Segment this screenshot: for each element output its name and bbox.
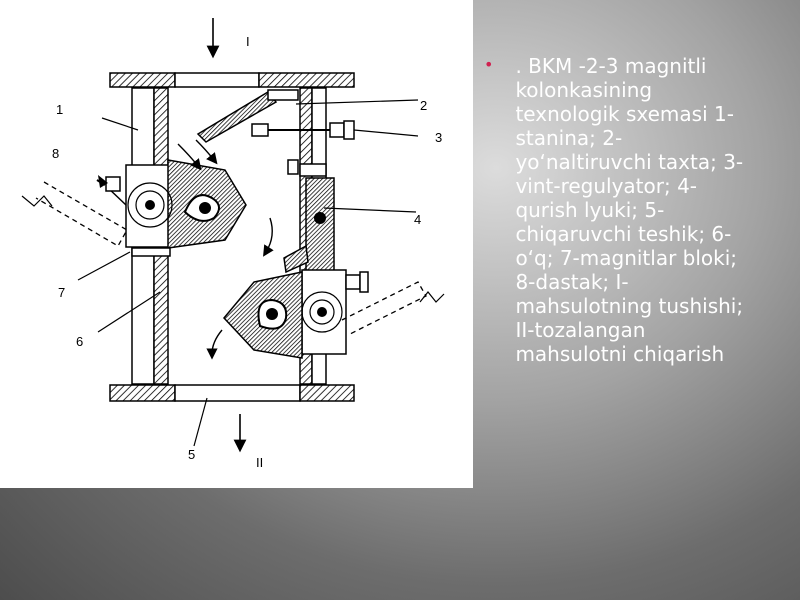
label-2: 2: [420, 98, 427, 113]
label-7: 7: [58, 285, 65, 300]
diagram-panel: 1 2 3 4 5 6 7 8 I II: [0, 0, 473, 488]
label-5: 5: [188, 447, 195, 462]
caption-block: • . BKM -2-3 magnitli kolonkasining texn…: [484, 54, 784, 366]
right-lever-dashed: [341, 281, 445, 335]
lever-dashed: [21, 175, 128, 247]
label-3: 3: [435, 130, 442, 145]
flow-arrows: [177, 18, 274, 453]
magnetic-column-diagram: 1 2 3 4 5 6 7 8 I II: [21, 18, 445, 470]
caption-text: . BKM -2-3 magnitli kolonkasining texnol…: [515, 54, 744, 366]
bottom-plate: [109, 384, 355, 402]
lower-magnet-block: [222, 269, 369, 359]
top-plate: [109, 72, 355, 88]
upper-magnet-block: [105, 159, 247, 249]
leader-lines: [77, 99, 419, 447]
label-1: 1: [56, 102, 63, 117]
bullet-icon: •: [484, 55, 494, 74]
drying-hatch: [283, 159, 335, 274]
guide-board: [196, 89, 299, 143]
label-4: 4: [414, 212, 421, 227]
label-flow-out: II: [256, 455, 263, 470]
label-8: 8: [52, 146, 59, 161]
label-6: 6: [76, 334, 83, 349]
magnet-block-bar: [131, 247, 171, 257]
label-flow-in: I: [246, 34, 250, 49]
